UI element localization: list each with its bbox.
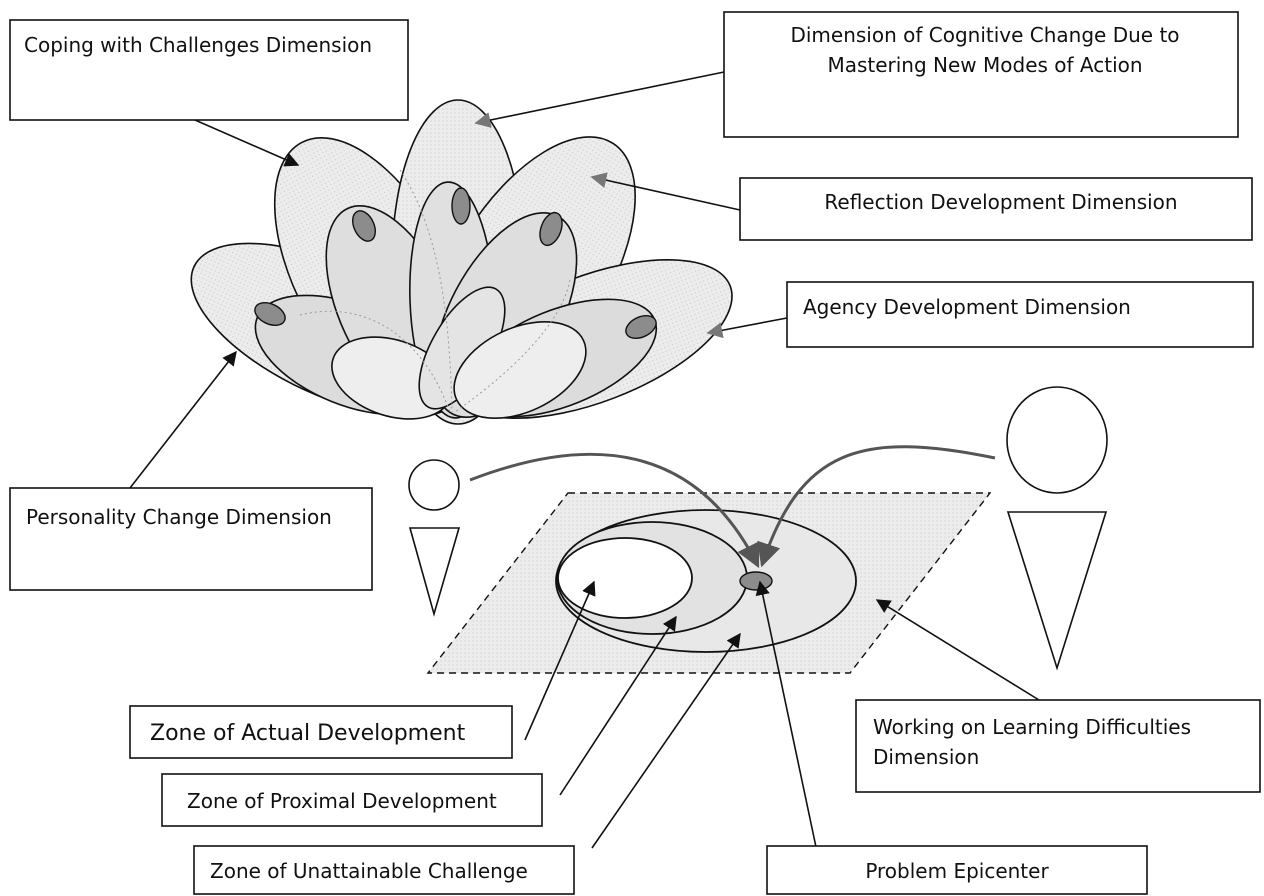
label-actual: Zone of Actual Development xyxy=(129,705,513,759)
working-arrow xyxy=(875,599,1040,701)
label-epicenter-text: Problem Epicenter xyxy=(865,859,1049,883)
label-coping-box xyxy=(9,19,409,121)
teacher-curve-arrow xyxy=(757,445,996,568)
label-cognitive-text-2: Mastering New Modes of Action xyxy=(827,53,1142,77)
label-cognitive-text-1: Dimension of Cognitive Change Due to xyxy=(790,23,1179,47)
label-cognitive: Dimension of Cognitive Change Due to Mas… xyxy=(723,11,1239,138)
bud-reflection xyxy=(539,211,563,247)
agency-arrow xyxy=(706,317,788,339)
proximal-arrow xyxy=(559,615,677,796)
cognitive-arrow xyxy=(474,71,725,128)
label-agency-text: Agency Development Dimension xyxy=(803,295,1131,319)
actual-arrow xyxy=(524,580,596,741)
teacher-head xyxy=(1006,386,1108,494)
label-agency: Agency Development Dimension xyxy=(786,281,1254,348)
label-working-box xyxy=(855,699,1261,793)
lotus-petals xyxy=(190,99,733,425)
label-cognitive-box xyxy=(723,11,1239,138)
label-unattainable-text: Zone of Unattainable Challenge xyxy=(210,859,528,883)
bud-cognitive xyxy=(451,187,471,225)
personality-arrow xyxy=(129,350,237,489)
label-working-text-2: Dimension xyxy=(873,745,979,769)
epicenter-arrow xyxy=(755,580,817,848)
label-personality-text: Personality Change Dimension xyxy=(26,505,332,529)
label-working: Working on Learning Difficulties Dimensi… xyxy=(855,699,1261,793)
label-proximal-text: Zone of Proximal Development xyxy=(187,789,497,813)
label-working-text-1: Working on Learning Difficulties xyxy=(873,715,1191,739)
label-personality-box xyxy=(9,487,373,591)
label-agency-box xyxy=(786,281,1254,348)
dotted-guide-3 xyxy=(454,279,571,413)
label-proximal: Zone of Proximal Development xyxy=(161,773,543,827)
teacher-figure xyxy=(1006,386,1108,671)
label-personality: Personality Change Dimension xyxy=(9,487,373,591)
student-figure xyxy=(408,459,461,617)
unattainable-arrow xyxy=(591,632,741,849)
student-head xyxy=(408,459,460,511)
label-unattainable: Zone of Unattainable Challenge xyxy=(193,845,575,895)
dotted-guide-2 xyxy=(399,169,453,413)
reflection-arrow xyxy=(590,172,741,211)
label-unattainable-box xyxy=(193,845,575,895)
bud-personality xyxy=(254,301,286,327)
label-actual-text: Zone of Actual Development xyxy=(150,721,466,746)
coping-arrow xyxy=(194,119,300,167)
student-curve-arrow xyxy=(469,452,760,569)
label-reflection-text: Reflection Development Dimension xyxy=(824,190,1177,214)
petal-buds xyxy=(254,187,657,340)
label-reflection-box xyxy=(739,177,1253,241)
teacher-body xyxy=(1006,511,1108,671)
label-coping: Coping with Challenges Dimension xyxy=(9,19,409,121)
bud-agency xyxy=(625,314,657,340)
label-reflection: Reflection Development Dimension xyxy=(739,177,1253,241)
label-epicenter: Problem Epicenter xyxy=(766,845,1148,895)
label-proximal-box xyxy=(161,773,543,827)
zone-actual-ellipse xyxy=(557,537,693,619)
student-body xyxy=(408,527,461,617)
bud-coping xyxy=(351,210,377,242)
petal-center-right xyxy=(453,320,587,420)
problem-epicenter-dot xyxy=(739,571,773,591)
label-coping-text: Coping with Challenges Dimension xyxy=(24,33,372,57)
label-actual-box xyxy=(129,705,513,759)
label-epicenter-box xyxy=(766,845,1148,895)
